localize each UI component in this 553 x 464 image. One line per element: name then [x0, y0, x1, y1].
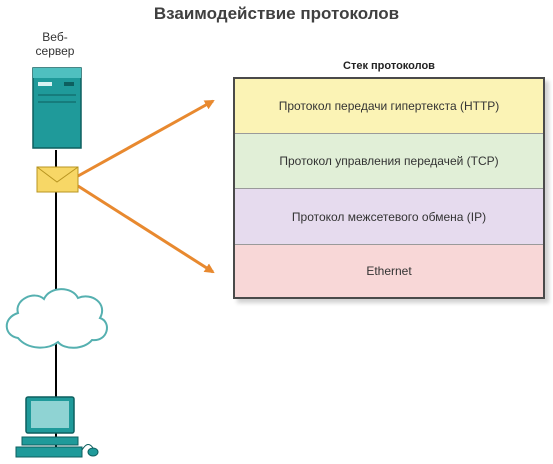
- server-label-line2: сервер: [35, 44, 75, 58]
- page-title: Взаимодействие протоколов: [153, 4, 400, 23]
- layer-ethernet-label: Ethernet: [366, 264, 412, 278]
- stack-title: Стек протоколов: [343, 60, 435, 72]
- layer-http-label: Протокол передачи гипертекста (HTTP): [278, 99, 500, 113]
- server-label: Веб- сервер: [20, 30, 90, 58]
- layer-http: Протокол передачи гипертекста (HTTP): [235, 79, 543, 134]
- layer-ip: Протокол межсетевого обмена (IP): [235, 189, 543, 245]
- layer-tcp: Протокол управления передачей (TCP): [235, 134, 543, 189]
- envelope-icon: [36, 166, 79, 193]
- layer-ethernet: Ethernet: [235, 245, 543, 297]
- cloud-icon: [5, 288, 108, 349]
- computer-icon: [15, 396, 99, 458]
- layer-ip-label: Протокол межсетевого обмена (IP): [291, 209, 487, 224]
- protocol-stack: Протокол передачи гипертекста (HTTP) Про…: [233, 77, 545, 299]
- layer-tcp-label: Протокол управления передачей (TCP): [279, 154, 499, 168]
- server-icon: [32, 67, 82, 149]
- arrow-to-ethernet: [77, 184, 215, 274]
- server-label-line1: Веб-: [42, 30, 68, 44]
- arrow-to-http: [77, 99, 215, 178]
